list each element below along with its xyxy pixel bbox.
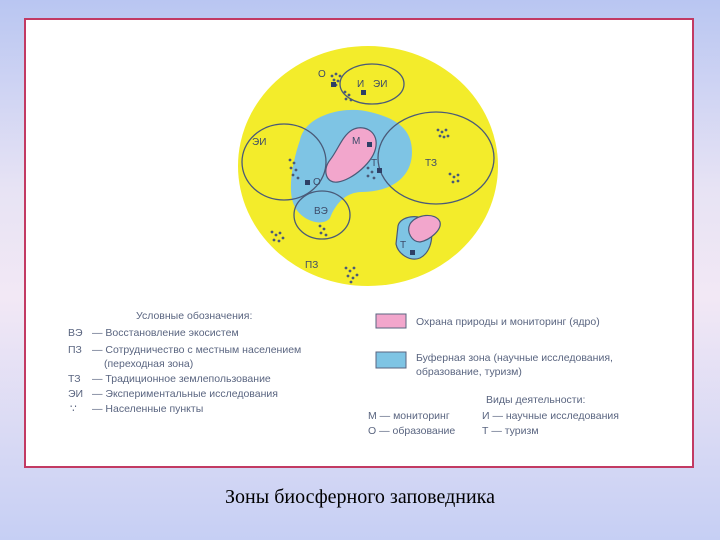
activity-i: И — научные исследования (482, 410, 619, 422)
core-swatch (375, 313, 407, 329)
marker-o-mid (305, 180, 310, 185)
activity-o: О — образование (368, 425, 455, 437)
label-o-top: О (318, 69, 326, 80)
ei-left-outline (241, 123, 327, 201)
label-ve: ВЭ (314, 206, 328, 217)
label-i-top: И (357, 79, 364, 90)
activity-t: Т — туризм (482, 425, 539, 437)
marker-t-small (410, 250, 415, 255)
settlement-icon (288, 158, 300, 180)
label-t-small: Т (400, 240, 406, 251)
buffer-key-text-2: образование, туризм) (416, 366, 522, 378)
settlement-icon (343, 90, 353, 102)
label-tz: ТЗ (425, 158, 437, 169)
marker-o (331, 82, 336, 87)
legend-text-ei: — Экспериментальные исследования (92, 388, 278, 400)
legend-abbr-tz: ТЗ (68, 373, 81, 385)
label-ei-left: ЭИ (252, 137, 266, 148)
activity-markers (305, 82, 415, 255)
legend-text-pz: — Сотрудничество с местным населением (92, 344, 301, 356)
ei-top-outline (339, 63, 405, 105)
legend-text-pz-2: (переходная зона) (104, 358, 193, 370)
legend: Условные обозначения: ВЭ — Восстановлени… (68, 310, 301, 415)
legend-abbr-ve: ВЭ (68, 327, 83, 339)
buffer-key-text-1: Буферная зона (научные исследования, (416, 352, 613, 364)
settlement-dots (270, 72, 460, 284)
tz-outline (377, 111, 495, 205)
legend-abbr-settlements: ∵ (70, 403, 77, 415)
marker-m (367, 142, 372, 147)
marker-i (361, 90, 366, 95)
label-m: М (352, 136, 360, 147)
legend-text-tz: — Традиционное землепользование (92, 373, 271, 385)
core-zone (325, 127, 377, 183)
slide-caption: Зоны биосферного заповедника (225, 486, 495, 508)
legend-abbr-pz: ПЗ (68, 344, 82, 356)
core-zone-small (408, 214, 441, 243)
buffer-swatch (375, 351, 407, 369)
legend-title: Условные обозначения: (136, 310, 252, 322)
settlement-icon (270, 230, 285, 243)
label-pz: ПЗ (305, 260, 318, 271)
legend-text-ve: — Восстановление экосистем (92, 327, 239, 339)
settlement-icon (344, 266, 359, 284)
settlement-icon (366, 166, 376, 180)
marker-t (377, 168, 382, 173)
label-ei-top: ЭИ (373, 79, 387, 90)
zone-outlines (241, 63, 495, 240)
legend-text-settlements: — Населенные пункты (92, 403, 203, 415)
core-key-text: Охрана природы и мониторинг (ядро) (416, 316, 600, 328)
settlement-icon (318, 224, 328, 237)
settlement-icon (448, 172, 460, 184)
label-t-core: Т (371, 158, 377, 169)
color-keys: Охрана природы и мониторинг (ядро) Буфер… (368, 313, 619, 437)
settlement-icon (436, 128, 450, 139)
legend-abbr-ei: ЭИ (68, 388, 83, 400)
ve-outline (293, 190, 351, 240)
activities-title: Виды деятельности: (486, 394, 585, 406)
activity-m: М — мониторинг (368, 410, 450, 422)
label-o-mid: О (313, 177, 321, 188)
